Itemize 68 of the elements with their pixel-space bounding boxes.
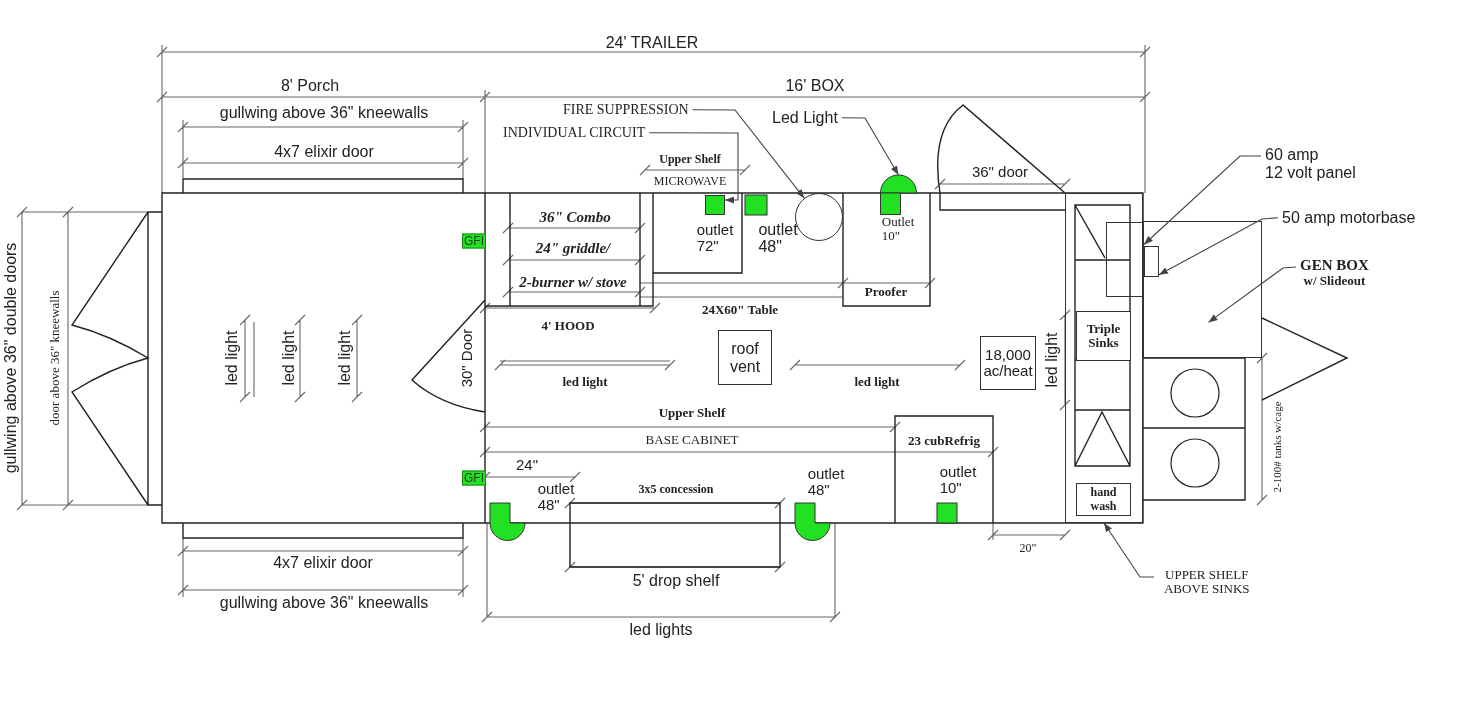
- plan-label: led light: [562, 375, 608, 389]
- plan-label: BASE CABINET: [645, 433, 739, 447]
- plan-label: Upper Shelf: [659, 152, 721, 166]
- callout-text: w/ Slideout: [1303, 273, 1366, 288]
- rotated-label: gullwing above 36" double doors: [2, 242, 20, 474]
- leader-line: [648, 132, 739, 204]
- plan-label: 23 cubRefrig: [908, 434, 980, 448]
- rotated-label: 30" Door: [458, 328, 476, 388]
- panel-box: [1106, 222, 1144, 297]
- plan-label: led light: [854, 375, 900, 389]
- plan-label: 24": [516, 456, 538, 474]
- leader-line: [1207, 266, 1297, 323]
- plan-label: 20": [1019, 541, 1037, 555]
- gfi-outlet-label: GFI: [462, 233, 486, 249]
- plan-label: outlet 72": [696, 221, 734, 255]
- callout-text: INDIVIDUAL CIRCUIT: [503, 125, 646, 141]
- plan-label: 24' TRAILER: [605, 34, 699, 52]
- callout-text: Led Light: [772, 109, 838, 127]
- plan-label: Upper Shelf: [658, 406, 726, 420]
- plan-label: 3x5 concession: [638, 482, 714, 496]
- plan-label: led lights: [629, 621, 693, 639]
- plan-label: 36" Combo: [539, 208, 611, 226]
- plan-label: outlet 10": [939, 463, 977, 497]
- plan-label: outlet 48": [758, 220, 798, 256]
- plan-label: gullwing above 36" kneewalls: [219, 594, 429, 612]
- callout-text: GEN BOX: [1300, 257, 1369, 274]
- leader-line: [1143, 155, 1262, 246]
- motorbase-box: [1144, 246, 1159, 277]
- light-fixture-icon: [880, 175, 917, 215]
- plan-label: 24" griddle/: [535, 239, 611, 257]
- callout-text: 50 amp motorbase: [1282, 209, 1416, 227]
- rotated-label: led light: [336, 330, 354, 386]
- plan-label: Proofer: [864, 285, 908, 299]
- sink-compartment: Triple Sinks: [1076, 311, 1131, 361]
- leader-line: [1158, 217, 1279, 276]
- gfi-outlet-label: GFI: [462, 470, 486, 486]
- leader-line: [841, 117, 900, 176]
- plan-label: 4x7 elixir door: [274, 143, 374, 161]
- rotated-label: led light: [223, 330, 241, 386]
- rotated-label: 2-100# tanks w/cage: [1272, 401, 1284, 493]
- plan-label: 16' BOX: [785, 77, 845, 95]
- leader-line: [1103, 522, 1155, 578]
- callout-text: UPPER SHELF ABOVE SINKS: [1158, 568, 1256, 597]
- rotated-label: led light: [1043, 332, 1061, 388]
- plan-label: 2-burner w/ stove: [519, 273, 627, 291]
- plan-label: 8' Porch: [280, 77, 340, 95]
- callout-text: 12 volt panel: [1265, 163, 1356, 182]
- roof-vent-box: roof vent: [718, 330, 772, 385]
- plan-label: MICROWAVE: [653, 174, 727, 188]
- plan-label: gullwing above 36" kneewalls: [219, 104, 429, 122]
- generator-box: [1143, 221, 1262, 358]
- plan-label: 4x7 elixir door: [273, 554, 373, 572]
- outlet-icon: [705, 195, 725, 215]
- leader-line: [692, 109, 805, 199]
- plan-label: 4' HOOD: [541, 319, 595, 333]
- ac-unit-box: 18,000 ac/heat: [980, 336, 1036, 390]
- sink-counter: [1065, 193, 1143, 523]
- hand-wash-sink: hand wash: [1076, 483, 1131, 516]
- callout-text: 60 amp: [1265, 146, 1319, 164]
- plan-label: 24X60" Table: [701, 303, 779, 317]
- plan-label: 5' drop shelf: [632, 572, 720, 590]
- callout-text: FIRE SUPPRESSION: [563, 102, 689, 118]
- plan-label: outlet 48": [807, 465, 845, 499]
- plan-label: 36" door: [971, 163, 1029, 181]
- plan-label: Outlet 10": [881, 214, 915, 244]
- rotated-label: door above 36" kneewalls: [48, 290, 62, 426]
- plan-label: outlet 48": [537, 480, 575, 514]
- rotated-label: led light: [280, 330, 298, 386]
